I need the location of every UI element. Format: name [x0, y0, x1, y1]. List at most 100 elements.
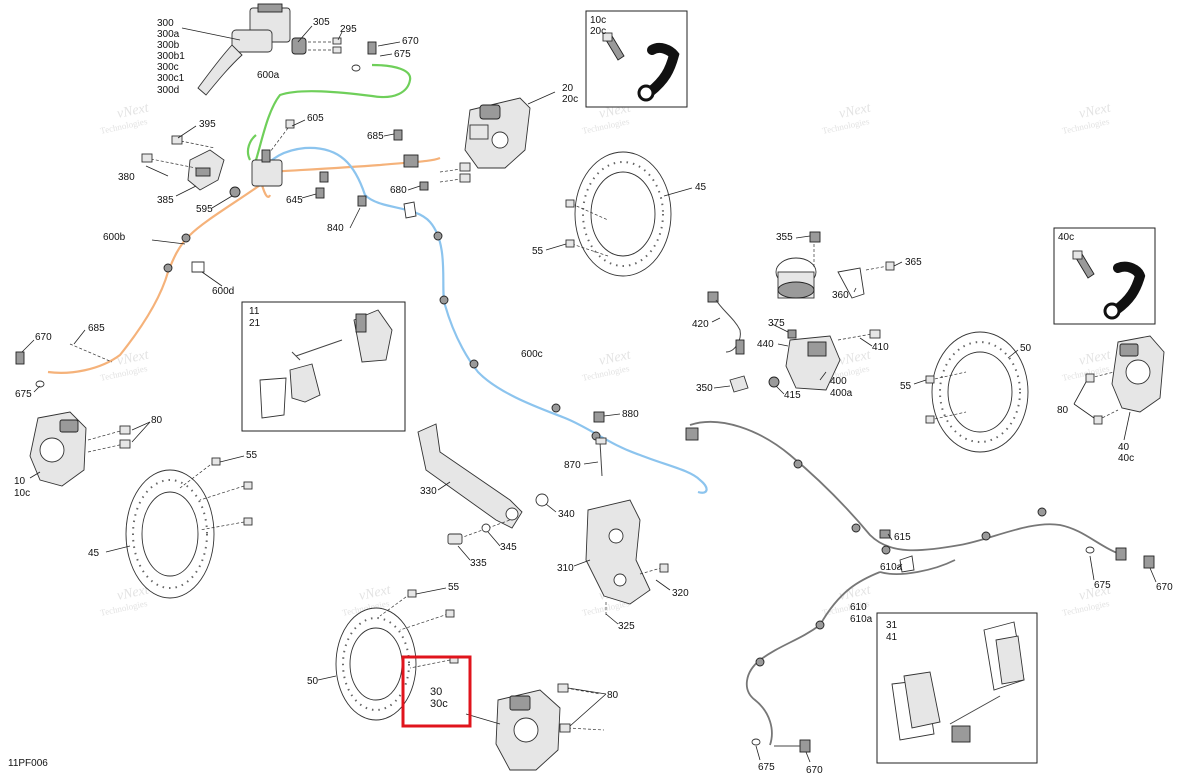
callout-30: 30	[430, 686, 442, 698]
hose-600a	[246, 63, 412, 161]
callout-365: 365	[905, 257, 922, 268]
callout-600b: 600b	[103, 232, 126, 243]
callout-55: 55	[448, 582, 460, 593]
callout-300d: 300d	[157, 85, 179, 96]
callout-320: 320	[672, 588, 689, 599]
callout-335: 335	[470, 558, 487, 569]
callout-380: 380	[118, 172, 135, 183]
rear-hose-fitting-left	[15, 351, 45, 388]
callout-595: 595	[196, 204, 213, 215]
callout-600d: 600d	[212, 286, 234, 297]
callout-10: 10	[14, 476, 26, 487]
callout-385: 385	[157, 195, 174, 206]
callout-55: 55	[532, 246, 544, 257]
callout-600a: 600a	[257, 70, 280, 81]
callout-880: 880	[622, 409, 639, 420]
callout-80: 80	[607, 690, 619, 701]
svg-text:vNext: vNext	[838, 100, 873, 122]
callout-410: 410	[872, 342, 889, 353]
callout-40c: 40c	[1118, 453, 1134, 464]
hose-610	[689, 421, 1126, 746]
svg-text:vNext: vNext	[1078, 100, 1113, 122]
callout-45: 45	[88, 548, 100, 559]
box-label-41: 41	[886, 632, 898, 643]
callout-610: 610	[850, 602, 867, 613]
brake-disc-50-bottom	[335, 607, 417, 721]
callout-685: 685	[88, 323, 105, 334]
hose-600c	[261, 146, 708, 494]
callout-50: 50	[1020, 343, 1032, 354]
box-label-11: 11	[249, 306, 260, 317]
hose-junction-block	[251, 149, 283, 187]
callout-840: 840	[327, 223, 344, 234]
brake-disc-50-right	[931, 331, 1029, 453]
banjo-bolt-670	[351, 41, 377, 72]
box-label-40c: 40c	[1058, 232, 1074, 243]
callout-10c: 10c	[14, 488, 30, 499]
brake-lever-385	[187, 149, 225, 191]
svg-text:vNext: vNext	[1078, 582, 1113, 604]
callout-350: 350	[696, 383, 713, 394]
callout-395: 395	[199, 119, 216, 130]
callout-685: 685	[367, 131, 384, 142]
highlight-box-30-30c	[401, 655, 472, 728]
callout-680: 680	[390, 185, 407, 196]
callout-330: 330	[420, 486, 437, 497]
callout-55: 55	[900, 381, 912, 392]
callout-600c: 600c	[521, 349, 543, 360]
callout-415: 415	[784, 390, 801, 401]
callout-420: 420	[692, 319, 709, 330]
callout-675: 675	[758, 762, 775, 773]
callout-325: 325	[618, 621, 635, 632]
bleeder-kit-box-40c	[1053, 227, 1156, 325]
callout-340: 340	[558, 509, 575, 520]
callout-670: 670	[35, 332, 52, 343]
callout-20: 20	[562, 83, 574, 94]
callout-610a: 610a	[880, 562, 903, 573]
callout-50: 50	[307, 676, 319, 687]
rear-master-cylinder-400	[775, 257, 841, 391]
switch-420	[707, 291, 745, 355]
callout-670: 670	[402, 36, 419, 47]
box-label-10c: 10c	[590, 15, 606, 26]
callout-295: 295	[340, 24, 357, 35]
svg-text:vNext: vNext	[838, 582, 873, 604]
callout-80: 80	[1057, 405, 1069, 416]
callout-400: 400	[830, 376, 847, 387]
caliper-10	[29, 411, 87, 487]
svg-text:vNext: vNext	[598, 347, 633, 369]
svg-text:vNext: vNext	[116, 582, 151, 604]
callout-400a: 400a	[830, 388, 853, 399]
svg-text:vNext: vNext	[116, 347, 151, 369]
callout-55: 55	[246, 450, 258, 461]
svg-text:vNext: vNext	[358, 582, 393, 604]
svg-text:vNext: vNext	[1078, 347, 1113, 369]
callout-80: 80	[151, 415, 163, 426]
callout-675: 675	[394, 49, 411, 60]
front-master-cylinder	[197, 3, 307, 96]
callout-300c: 300c	[157, 62, 179, 73]
box-label-21: 21	[249, 318, 261, 329]
watermark: vNext Technologies	[99, 100, 151, 135]
callout-300a: 300a	[157, 29, 180, 40]
callout-605: 605	[307, 113, 324, 124]
bleeder-kit-box-10c-20c	[585, 10, 688, 108]
callout-375: 375	[768, 318, 785, 329]
brake-pedal-330	[417, 423, 523, 529]
callout-310: 310	[557, 563, 574, 574]
watermark: vNext Technologies	[99, 347, 151, 382]
callout-305: 305	[313, 17, 330, 28]
brake-disc-45-left	[125, 469, 215, 599]
caliper-20	[464, 97, 531, 169]
callout-300c1: 300c1	[157, 73, 185, 84]
callout-670: 670	[1156, 582, 1173, 593]
watermark: vNext Technologies	[99, 582, 151, 617]
callout-20c: 20c	[562, 94, 578, 105]
brake-disc-45-front	[574, 151, 672, 277]
caliper-30	[495, 689, 561, 771]
watermark: vNext Technologies	[581, 347, 633, 382]
callout-40: 40	[1118, 442, 1130, 453]
box-label-20c: 20c	[590, 26, 606, 37]
callout-360: 360	[832, 290, 849, 301]
callout-670: 670	[806, 765, 823, 776]
